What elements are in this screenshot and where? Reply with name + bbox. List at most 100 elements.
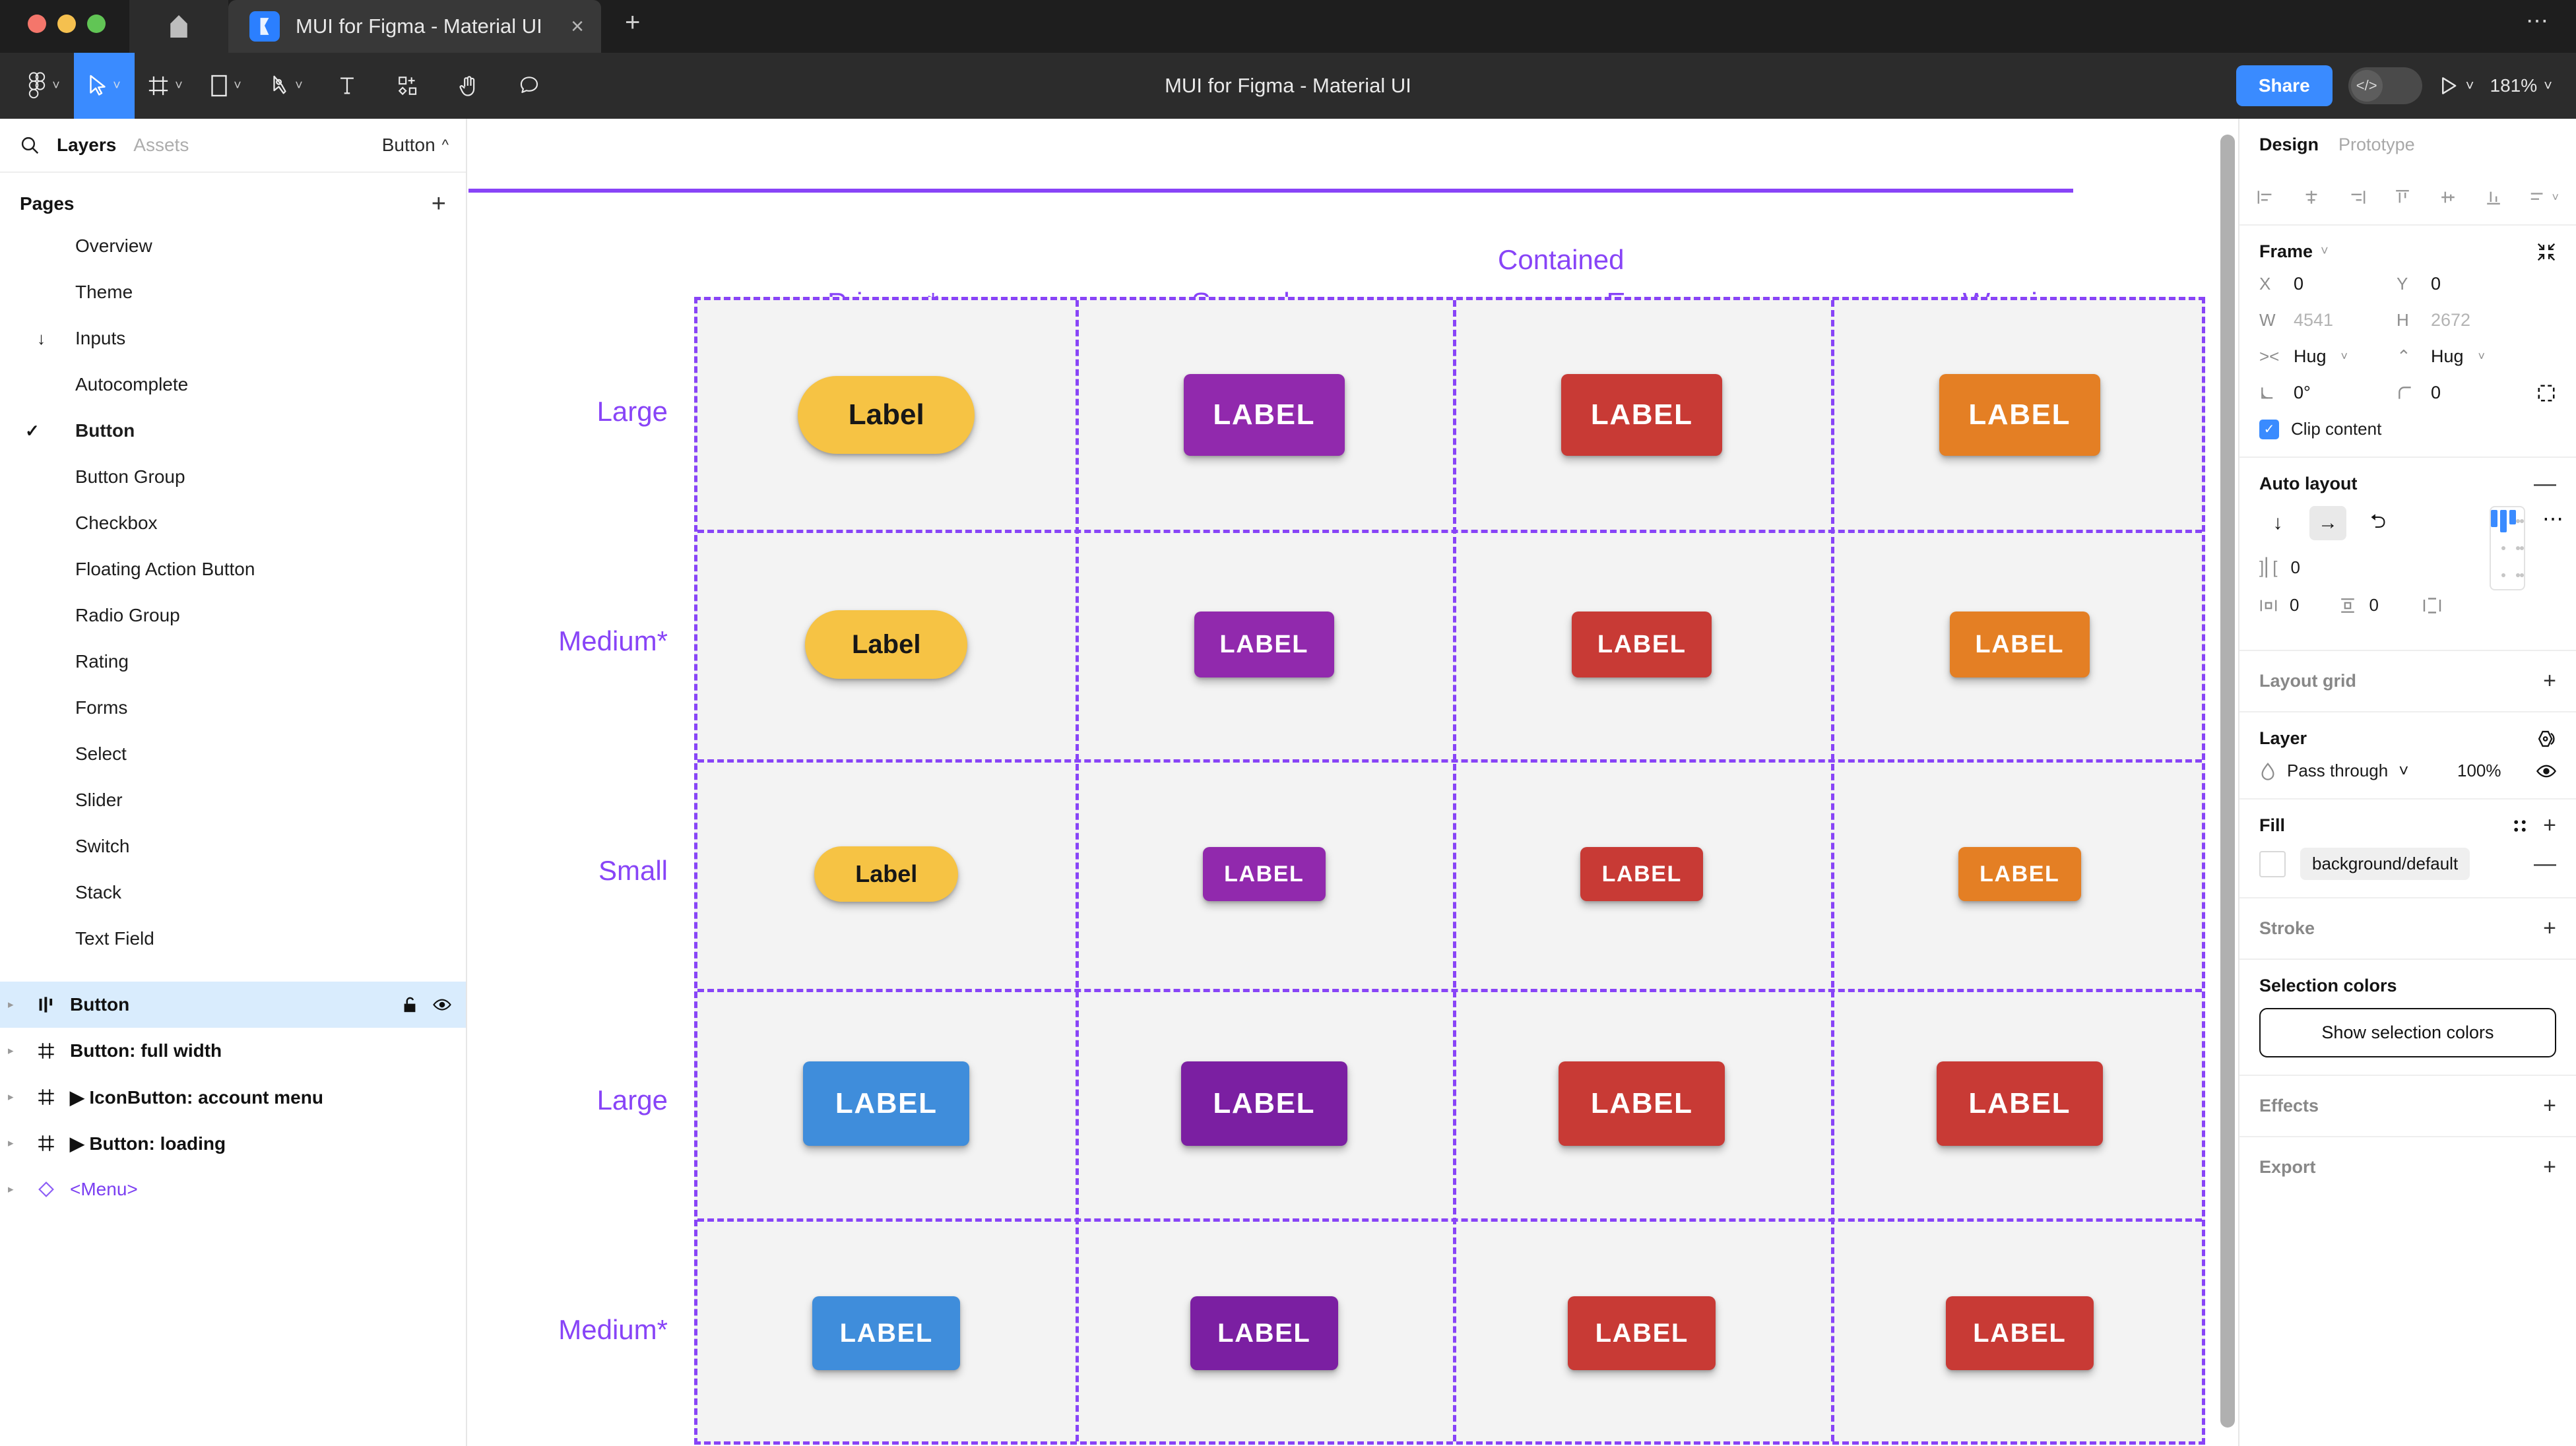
independent-corners-button[interactable] (2536, 383, 2556, 403)
page-item-select[interactable]: Select (0, 731, 466, 777)
add-stroke-button[interactable]: + (2543, 915, 2556, 941)
align-top-icon[interactable] (2393, 189, 2412, 206)
vertical-padding-value[interactable]: 0 (2369, 595, 2379, 615)
material-button[interactable]: LABEL (812, 1296, 961, 1370)
page-item-rating[interactable]: Rating (0, 639, 466, 685)
page-item-button[interactable]: ✓Button (0, 408, 466, 454)
tab-assets[interactable]: Assets (133, 135, 189, 155)
remove-fill-button[interactable]: — (2534, 850, 2556, 876)
page-selector[interactable]: Button ^ (382, 135, 449, 156)
layout-direction-horizontal-button[interactable]: → (2309, 506, 2346, 540)
maximize-window-button[interactable] (87, 15, 106, 33)
resources-tool-icon[interactable] (377, 53, 438, 119)
add-export-button[interactable]: + (2543, 1154, 2556, 1179)
comment-tool-icon[interactable] (499, 53, 560, 119)
horizontal-resizing-select[interactable]: >< Hug ˅ (2259, 346, 2397, 367)
frame-height-field[interactable]: H 2672 (2397, 310, 2534, 330)
show-selection-colors-button[interactable]: Show selection colors (2259, 1008, 2556, 1057)
layer-row[interactable]: ▸Button (0, 982, 466, 1028)
page-item-stack[interactable]: Stack (0, 869, 466, 916)
page-item-button-group[interactable]: Button Group (0, 454, 466, 500)
layer-row[interactable]: ▸<Menu> (0, 1166, 466, 1212)
add-page-button[interactable]: + (431, 190, 446, 218)
align-horizontal-center-icon[interactable] (2302, 189, 2321, 206)
shape-tool-icon[interactable]: ˅ (195, 53, 256, 119)
chevron-down-icon[interactable]: ˅ (2321, 244, 2329, 259)
fill-color-swatch[interactable] (2259, 850, 2286, 877)
material-button[interactable]: LABEL (1561, 374, 1723, 456)
blend-mode-select[interactable]: Pass through ˅ (2259, 761, 2457, 781)
zoom-level-control[interactable]: 181% ˅ (2490, 75, 2552, 96)
corner-radius-field[interactable]: 0 (2397, 383, 2534, 403)
material-button[interactable]: LABEL (1572, 612, 1712, 677)
layer-row[interactable]: ▸Button: full width (0, 1028, 466, 1074)
material-button[interactable]: LABEL (1949, 612, 2090, 677)
layer-row[interactable]: ▸▶ Button: loading (0, 1120, 466, 1166)
material-button[interactable]: LABEL (1190, 1296, 1338, 1370)
tab-prototype[interactable]: Prototype (2338, 134, 2415, 154)
material-button[interactable]: LABEL (1939, 374, 2100, 456)
page-item-floating-action-button[interactable]: Floating Action Button (0, 546, 466, 592)
page-item-text-field[interactable]: Text Field (0, 916, 466, 962)
material-button[interactable]: LABEL (803, 1061, 970, 1146)
share-button[interactable]: Share (2236, 65, 2333, 106)
page-item-radio-group[interactable]: Radio Group (0, 592, 466, 639)
material-button[interactable]: LABEL (1183, 374, 1345, 456)
fill-style-name[interactable]: background/default (2300, 848, 2470, 880)
resize-to-fit-button[interactable] (2536, 242, 2556, 262)
material-button[interactable]: Label (805, 610, 968, 679)
material-button[interactable]: LABEL (1194, 612, 1334, 677)
new-tab-button[interactable]: + (625, 8, 641, 37)
home-button[interactable] (129, 0, 228, 53)
close-window-button[interactable] (28, 15, 46, 33)
window-menu-icon[interactable]: ⋯ (2526, 9, 2550, 34)
layer-row[interactable]: ▸▶ IconButton: account menu (0, 1074, 466, 1120)
frame-tool-icon[interactable]: ˅ (135, 53, 195, 119)
vertical-resizing-select[interactable]: ⌃ Hug ˅ (2397, 346, 2534, 367)
horizontal-padding-value[interactable]: 0 (2290, 595, 2300, 615)
material-button[interactable]: LABEL (1568, 1296, 1716, 1370)
align-left-icon[interactable] (2257, 189, 2275, 206)
frame-y-field[interactable]: Y 0 (2397, 274, 2534, 294)
present-button[interactable]: ˅ (2438, 75, 2474, 96)
material-button[interactable]: LABEL (1936, 1061, 2103, 1146)
text-tool-icon[interactable] (317, 53, 377, 119)
fill-styles-icon[interactable] (2511, 817, 2528, 834)
figma-menu-icon[interactable]: ˅ (13, 53, 74, 119)
layer-blend-settings-icon[interactable] (2536, 730, 2556, 748)
page-item-autocomplete[interactable]: Autocomplete (0, 362, 466, 408)
rotation-field[interactable]: 0° (2259, 383, 2397, 403)
page-item-inputs[interactable]: ↓Inputs (0, 315, 466, 362)
page-item-checkbox[interactable]: Checkbox (0, 500, 466, 546)
tab-layers[interactable]: Layers (57, 135, 117, 155)
hand-tool-icon[interactable] (438, 53, 499, 119)
material-button[interactable]: LABEL (1180, 1061, 1347, 1146)
page-item-theme[interactable]: Theme (0, 269, 466, 315)
individual-padding-button[interactable] (2422, 596, 2442, 615)
align-right-icon[interactable] (2348, 189, 2366, 206)
canvas-vertical-scrollbar[interactable] (2220, 135, 2235, 1428)
minimize-window-button[interactable] (57, 15, 76, 33)
align-bottom-icon[interactable] (2484, 189, 2503, 206)
page-item-slider[interactable]: Slider (0, 777, 466, 823)
page-item-overview[interactable]: Overview (0, 223, 466, 269)
layer-visibility-icon[interactable] (2536, 764, 2556, 778)
expand-caret-icon[interactable]: ▸ (8, 1090, 14, 1103)
frame-x-field[interactable]: X 0 (2259, 274, 2397, 294)
close-icon[interactable]: × (571, 14, 584, 39)
expand-caret-icon[interactable]: ▸ (8, 998, 14, 1011)
expand-caret-icon[interactable]: ▸ (8, 1183, 14, 1195)
add-layout-grid-button[interactable]: + (2543, 668, 2556, 693)
clip-content-row[interactable]: ✓ Clip content (2259, 419, 2556, 439)
material-button[interactable]: Label (814, 846, 959, 902)
search-icon[interactable] (20, 135, 40, 155)
dev-mode-toggle[interactable]: </> (2348, 67, 2422, 104)
material-button[interactable]: LABEL (1559, 1061, 1725, 1146)
distribute-menu-icon[interactable]: ˅ (2529, 189, 2559, 206)
eye-icon[interactable] (433, 998, 451, 1011)
page-item-forms[interactable]: Forms (0, 685, 466, 731)
chevron-down-icon[interactable]: ˅ (2465, 77, 2474, 94)
material-button[interactable]: LABEL (1958, 847, 2081, 901)
auto-layout-more-button[interactable]: ⋯ (2542, 507, 2565, 530)
clip-content-checkbox[interactable]: ✓ (2259, 419, 2279, 439)
